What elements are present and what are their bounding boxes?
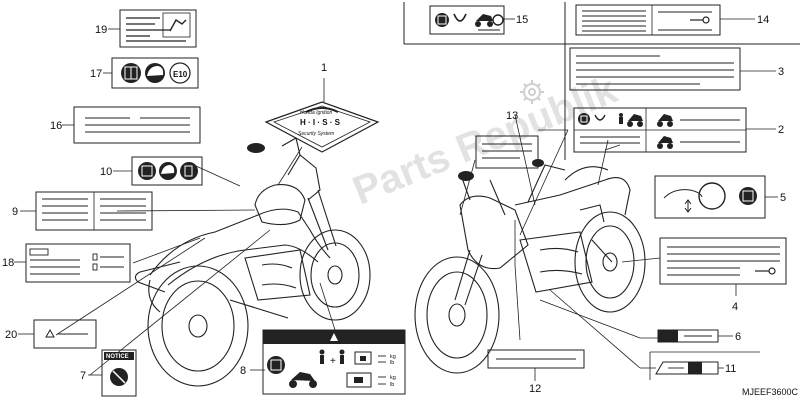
label-16 (73, 106, 201, 144)
callout-16: 16 (50, 120, 62, 132)
callout-2: 2 (778, 124, 784, 136)
warning-triangle-icon (330, 333, 338, 341)
suspension-icon (594, 114, 606, 121)
label-14 (575, 4, 721, 36)
helmet-icon (145, 63, 165, 83)
label-18 (25, 243, 131, 283)
load-lb-1: lb (390, 360, 394, 366)
callout-19: 19 (95, 24, 107, 36)
manual-book-icon (267, 356, 285, 374)
leader-lines (55, 78, 737, 376)
key-icon (492, 14, 504, 26)
callout-7: 7 (80, 370, 86, 382)
label-15 (429, 5, 505, 35)
motorcycle-right (414, 164, 646, 374)
label-17: E10 (111, 57, 199, 89)
label-11 (655, 361, 719, 375)
manual-book-icon (739, 187, 757, 205)
label-20 (33, 319, 97, 349)
helmet-icon (159, 162, 177, 180)
key-icon (698, 182, 726, 210)
emission-fuel-badge: E10 (169, 62, 191, 84)
load-kg-1: kg (390, 354, 396, 360)
motorcycle-icon (475, 14, 493, 27)
callout-12: 12 (529, 383, 541, 395)
key-icon (305, 107, 339, 113)
label-4 (659, 237, 787, 285)
rider-icon (319, 349, 325, 364)
warning-triangle-icon (45, 328, 55, 338)
label-3 (569, 47, 741, 91)
key-icon (755, 267, 776, 275)
callout-6: 6 (735, 331, 741, 343)
fuel-icon (180, 162, 198, 180)
load-kg-2: kg (390, 375, 396, 381)
manual-book-icon (138, 162, 156, 180)
label-2 (573, 107, 747, 153)
label-12 (487, 349, 585, 369)
plus-sign: + (330, 356, 336, 367)
hiss-top-text: Honda Ignition (300, 110, 332, 116)
callout-20: 20 (5, 329, 17, 341)
label-frame (403, 2, 800, 160)
passenger-icon (339, 349, 345, 364)
fuel-icon (169, 18, 187, 32)
hiss-middle-text: H · I · S · S (300, 118, 341, 127)
notice-text: NOTICE (106, 354, 129, 360)
key-icon (690, 16, 710, 24)
rider-icon (619, 113, 623, 124)
callout-15: 15 (516, 14, 528, 26)
label-6 (657, 329, 719, 343)
callout-4: 4 (732, 301, 738, 313)
callout-18: 18 (2, 257, 14, 269)
motorcycle-icon (627, 114, 673, 149)
label-9 (35, 191, 153, 231)
callout-10: 10 (100, 166, 112, 178)
callout-17: 17 (90, 68, 102, 80)
adjust-arrows-icon (684, 199, 692, 213)
label-10 (131, 156, 203, 186)
manual-book-icon (121, 63, 141, 83)
label-5 (654, 175, 766, 219)
label-8: + kg lb kg lb (262, 329, 406, 395)
callout-5: 5 (780, 192, 786, 204)
hiss-bottom-text: Security System (298, 131, 334, 137)
callout-1: 1 (321, 62, 327, 74)
watermark-text: Parts Republik (347, 67, 624, 213)
luggage-icon (346, 351, 372, 388)
callout-9: 9 (12, 206, 18, 218)
emission-fuel-text: E10 (173, 70, 188, 79)
label-19 (119, 9, 197, 48)
manual-book-icon (578, 113, 590, 125)
watermark-gear-icon (520, 80, 544, 104)
motorcycle-left (134, 137, 371, 387)
label-7: NOTICE (101, 349, 137, 397)
callout-11: 11 (725, 363, 736, 375)
manual-book-icon (435, 13, 449, 27)
callout-13: 13 (506, 110, 518, 122)
label-13 (475, 135, 539, 169)
callout-8: 8 (240, 365, 246, 377)
chain-icon (453, 13, 467, 22)
part-code: MJEEF3600C (742, 387, 799, 397)
callout-3: 3 (778, 66, 784, 78)
label-1-hiss: Honda Ignition H · I · S · S Security Sy… (264, 101, 380, 153)
motorcycle-icon (289, 372, 317, 388)
callout-14: 14 (757, 14, 769, 26)
load-lb-2: lb (390, 382, 394, 388)
